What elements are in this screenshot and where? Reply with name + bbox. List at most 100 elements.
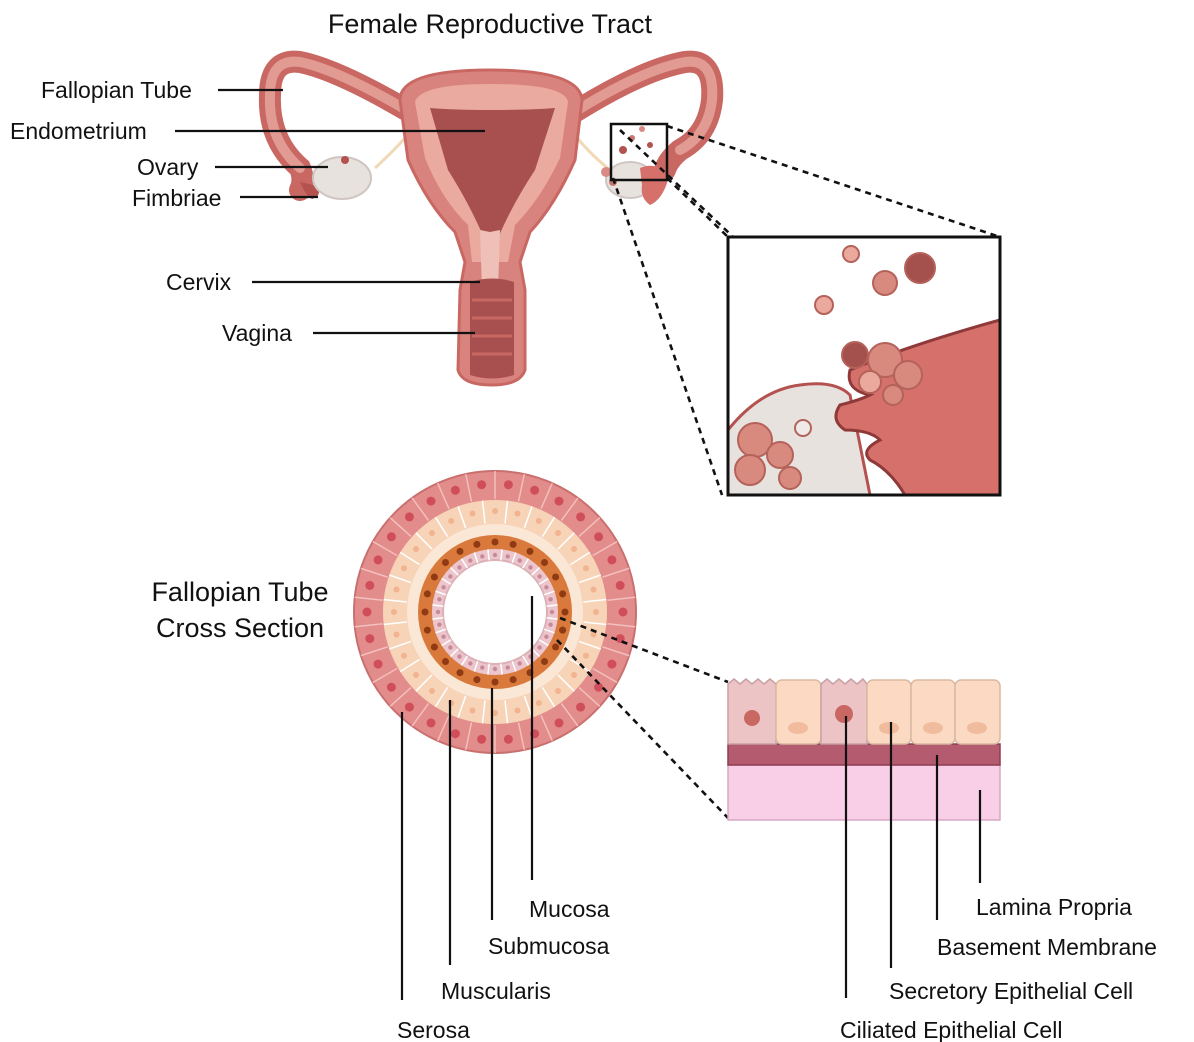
muscularis-cell-nucleus [536,700,542,706]
submucosa-cell-nucleus [559,590,566,597]
submucosa-cell-nucleus [552,644,559,651]
muscularis-cell-nucleus [429,530,435,536]
label-submucosa: Submucosa [488,933,610,959]
serosa-cell-nucleus [427,497,436,506]
submucosa-cell-nucleus [510,541,517,548]
label-lamina-propria: Lamina Propria [976,894,1132,920]
muscularis-cell-nucleus [470,708,476,714]
serosa-cell-nucleus [451,486,460,495]
serosa-cell-nucleus [387,532,396,541]
submucosa-cell-nucleus [541,559,548,566]
secretory-cell-1 [776,680,821,744]
fallopian-tube-cross-section [354,471,636,753]
mucosa-cell-nucleus [468,558,472,562]
mucosa-cell-nucleus [480,665,484,669]
muscularis-cell-nucleus [515,511,521,517]
submucosa-cell-nucleus [457,669,464,676]
muscularis-cell-nucleus [394,632,400,638]
label-fallopian-tube: Fallopian Tube [41,77,192,103]
mucosa-cell-nucleus [548,623,552,627]
label-fimbriae: Fimbriae [132,185,221,211]
muscularis-cell-nucleus [583,653,589,659]
submucosa-cell-nucleus [473,541,480,548]
serosa-cell-nucleus [619,608,628,617]
ciliated-cell-1 [728,679,776,744]
label-endometrium: Endometrium [10,118,147,144]
serosa-cell-nucleus [374,660,383,669]
muscularis-cell-nucleus [571,546,577,552]
submucosa-cell-nucleus [424,590,431,597]
mucosa-cell-nucleus [544,635,548,639]
mucosa-cell-nucleus [436,610,440,614]
mucosa-cell-nucleus [506,665,510,669]
label-secretory-epithelial-cell: Secretory Epithelial Cell [889,978,1133,1004]
ciliated-cell-2 [821,679,867,744]
muscularis-cell-nucleus [555,688,561,694]
label-basement-membrane: Basement Membrane [937,934,1157,960]
muscularis-cell-nucleus [470,511,476,517]
mucosa-cell-nucleus [548,597,552,601]
muscularis-cell-nucleus [591,587,597,593]
serosa-cell-nucleus [594,532,603,541]
ovary-zoom-inset [728,237,1000,495]
label-cervix: Cervix [166,269,232,295]
mucosa-cell-nucleus [544,585,548,589]
serosa-cell-nucleus [576,512,585,521]
label-muscularis: Muscularis [441,978,551,1004]
serosa-cell-nucleus [555,497,564,506]
submucosa-cell-nucleus [559,627,566,634]
muscularis-cell-nucleus [555,530,561,536]
serosa-cell-nucleus [555,718,564,727]
serosa-cell-nucleus [504,480,513,489]
cross-section-title-line1: Fallopian Tube [151,577,328,607]
mucosa-cell-nucleus [468,661,472,665]
mucosa-cell-nucleus [437,597,441,601]
mucosa-cell-nucleus [518,661,522,665]
mucosa-cell-nucleus [493,667,497,671]
reproductive-tract-illustration [270,62,712,385]
mucosa-cell-nucleus [448,645,452,649]
submucosa-cell-nucleus [492,679,499,686]
mucosa-cell-nucleus [537,645,541,649]
epithelium-detail [728,679,1000,820]
muscularis-cell-nucleus [391,609,397,615]
label-mucosa: Mucosa [529,896,610,922]
submucosa-cell-nucleus [431,644,438,651]
submucosa-cell-nucleus [562,609,569,616]
serosa-cell-nucleus [451,729,460,738]
diagram-title: Female Reproductive Tract [328,9,653,39]
mucosa-cell-nucleus [518,558,522,562]
muscularis-cell-nucleus [448,518,454,524]
secretory-cell-3 [911,680,955,744]
label-vagina: Vagina [222,320,292,346]
submucosa-cell-nucleus [422,609,429,616]
vagina-canal [470,279,514,379]
serosa-cell-nucleus [576,703,585,712]
muscularis-cell-nucleus [394,587,400,593]
serosa-cell-nucleus [427,718,436,727]
submucosa-cell-nucleus [527,548,534,555]
secretory-cell-4 [955,680,1000,744]
serosa-cell-nucleus [504,735,513,744]
mucosa-cell-nucleus [437,623,441,627]
mucosa-cell-nucleus [506,554,510,558]
submucosa-cell-nucleus [552,574,559,581]
serosa-cell-nucleus [477,735,486,744]
submucosa-cell-nucleus [424,627,431,634]
mucosa-cell-nucleus [528,565,532,569]
mucosa-cell-nucleus [457,654,461,658]
muscularis-cell-nucleus [593,609,599,615]
serosa-cell-nucleus [607,660,616,669]
submucosa-cell-nucleus [431,574,438,581]
muscularis-cell-nucleus [571,672,577,678]
mucosa-cell-nucleus [441,635,445,639]
muscularis-cell-nucleus [583,565,589,571]
mucosa-cell-nucleus [537,574,541,578]
muscularis-cell-nucleus [401,653,407,659]
mucosa-cell-nucleus [493,553,497,557]
muscularis-cell-nucleus [401,565,407,571]
submucosa-cell-nucleus [510,676,517,683]
secretory-cell-2 [867,680,911,744]
label-serosa: Serosa [397,1017,470,1042]
